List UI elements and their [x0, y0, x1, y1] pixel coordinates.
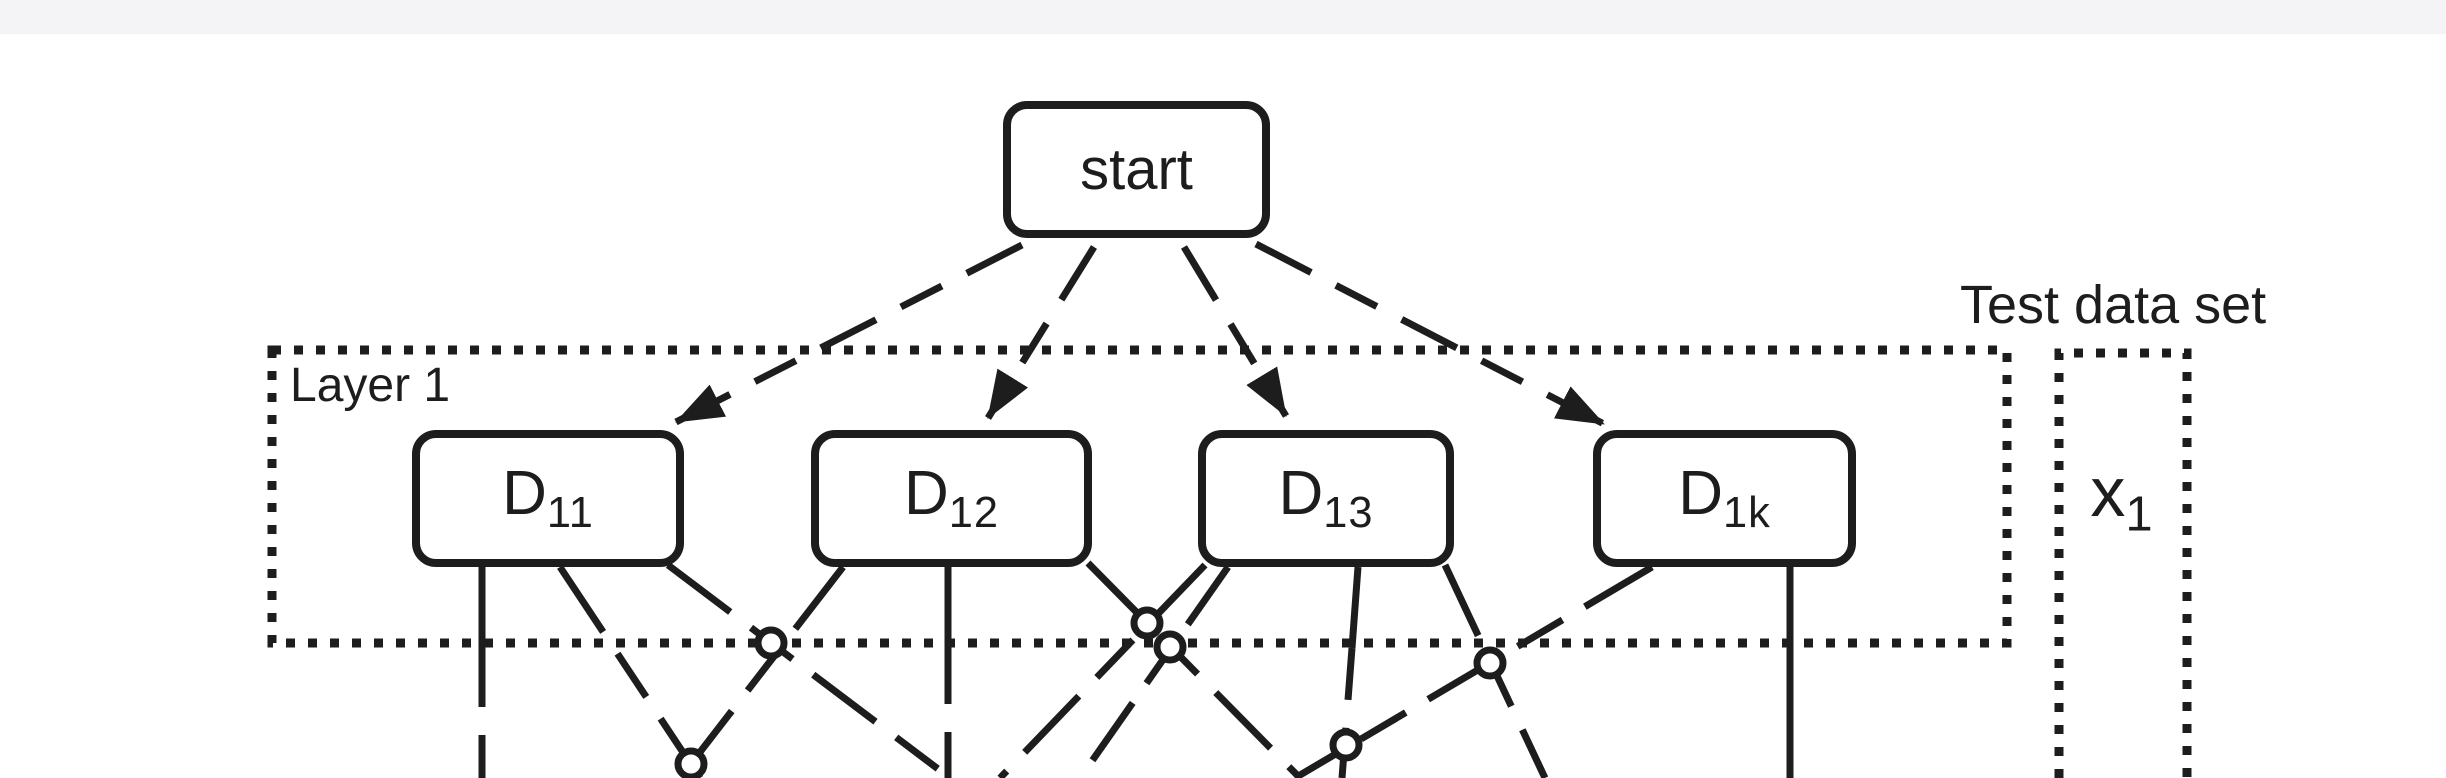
node-d1k-label: D1k — [1678, 459, 1771, 538]
layer1-label: Layer 1 — [290, 359, 451, 412]
edge-d12-diag-right — [1085, 560, 1303, 778]
edge-d13-diag-left-1 — [997, 562, 1208, 778]
edge-crossing-hop — [1329, 728, 1363, 762]
start-node-label: start — [1080, 137, 1193, 202]
edge-crossing-hop — [674, 747, 708, 778]
node-d11-label: D11 — [502, 459, 594, 538]
edge-d13-diag-left-2 — [1077, 564, 1231, 778]
arrow-start-to-d12 — [985, 245, 1097, 420]
test-data-set-dotted-border — [2054, 348, 2192, 778]
test-item-x1: x1 — [2056, 452, 2188, 543]
top-margin-band — [0, 0, 2446, 34]
edge-d11-diag-2 — [665, 562, 953, 778]
node-d11: D11 — [412, 430, 684, 567]
node-d12: D12 — [811, 430, 1092, 567]
edge-d13-down-solid — [1348, 566, 1362, 649]
node-d13-label: D13 — [1278, 459, 1374, 538]
layer1-dotted-border — [267, 345, 2012, 648]
edge-crossing-hop — [754, 626, 788, 660]
arrow-start-to-d1k — [1254, 240, 1606, 428]
edge-d11-diag-1 — [557, 565, 703, 778]
edge-crossing-hop — [1153, 630, 1187, 664]
node-d1k: D1k — [1593, 430, 1856, 567]
arrow-start-to-d13 — [1181, 245, 1289, 418]
node-d13: D13 — [1198, 430, 1454, 567]
start-node: start — [1003, 101, 1270, 238]
arrow-start-to-d11 — [674, 241, 1024, 426]
edge-d1k-diag-left — [1293, 563, 1654, 778]
test-data-set-label: Test data set — [1960, 275, 2267, 335]
edge-crossing-hop — [1130, 606, 1164, 640]
edge-d12-diag-left — [677, 564, 846, 778]
test-item-x1-label: x1 — [2090, 453, 2154, 542]
edge-crossing-hop — [1473, 646, 1507, 680]
node-d12-label: D12 — [903, 459, 1000, 538]
